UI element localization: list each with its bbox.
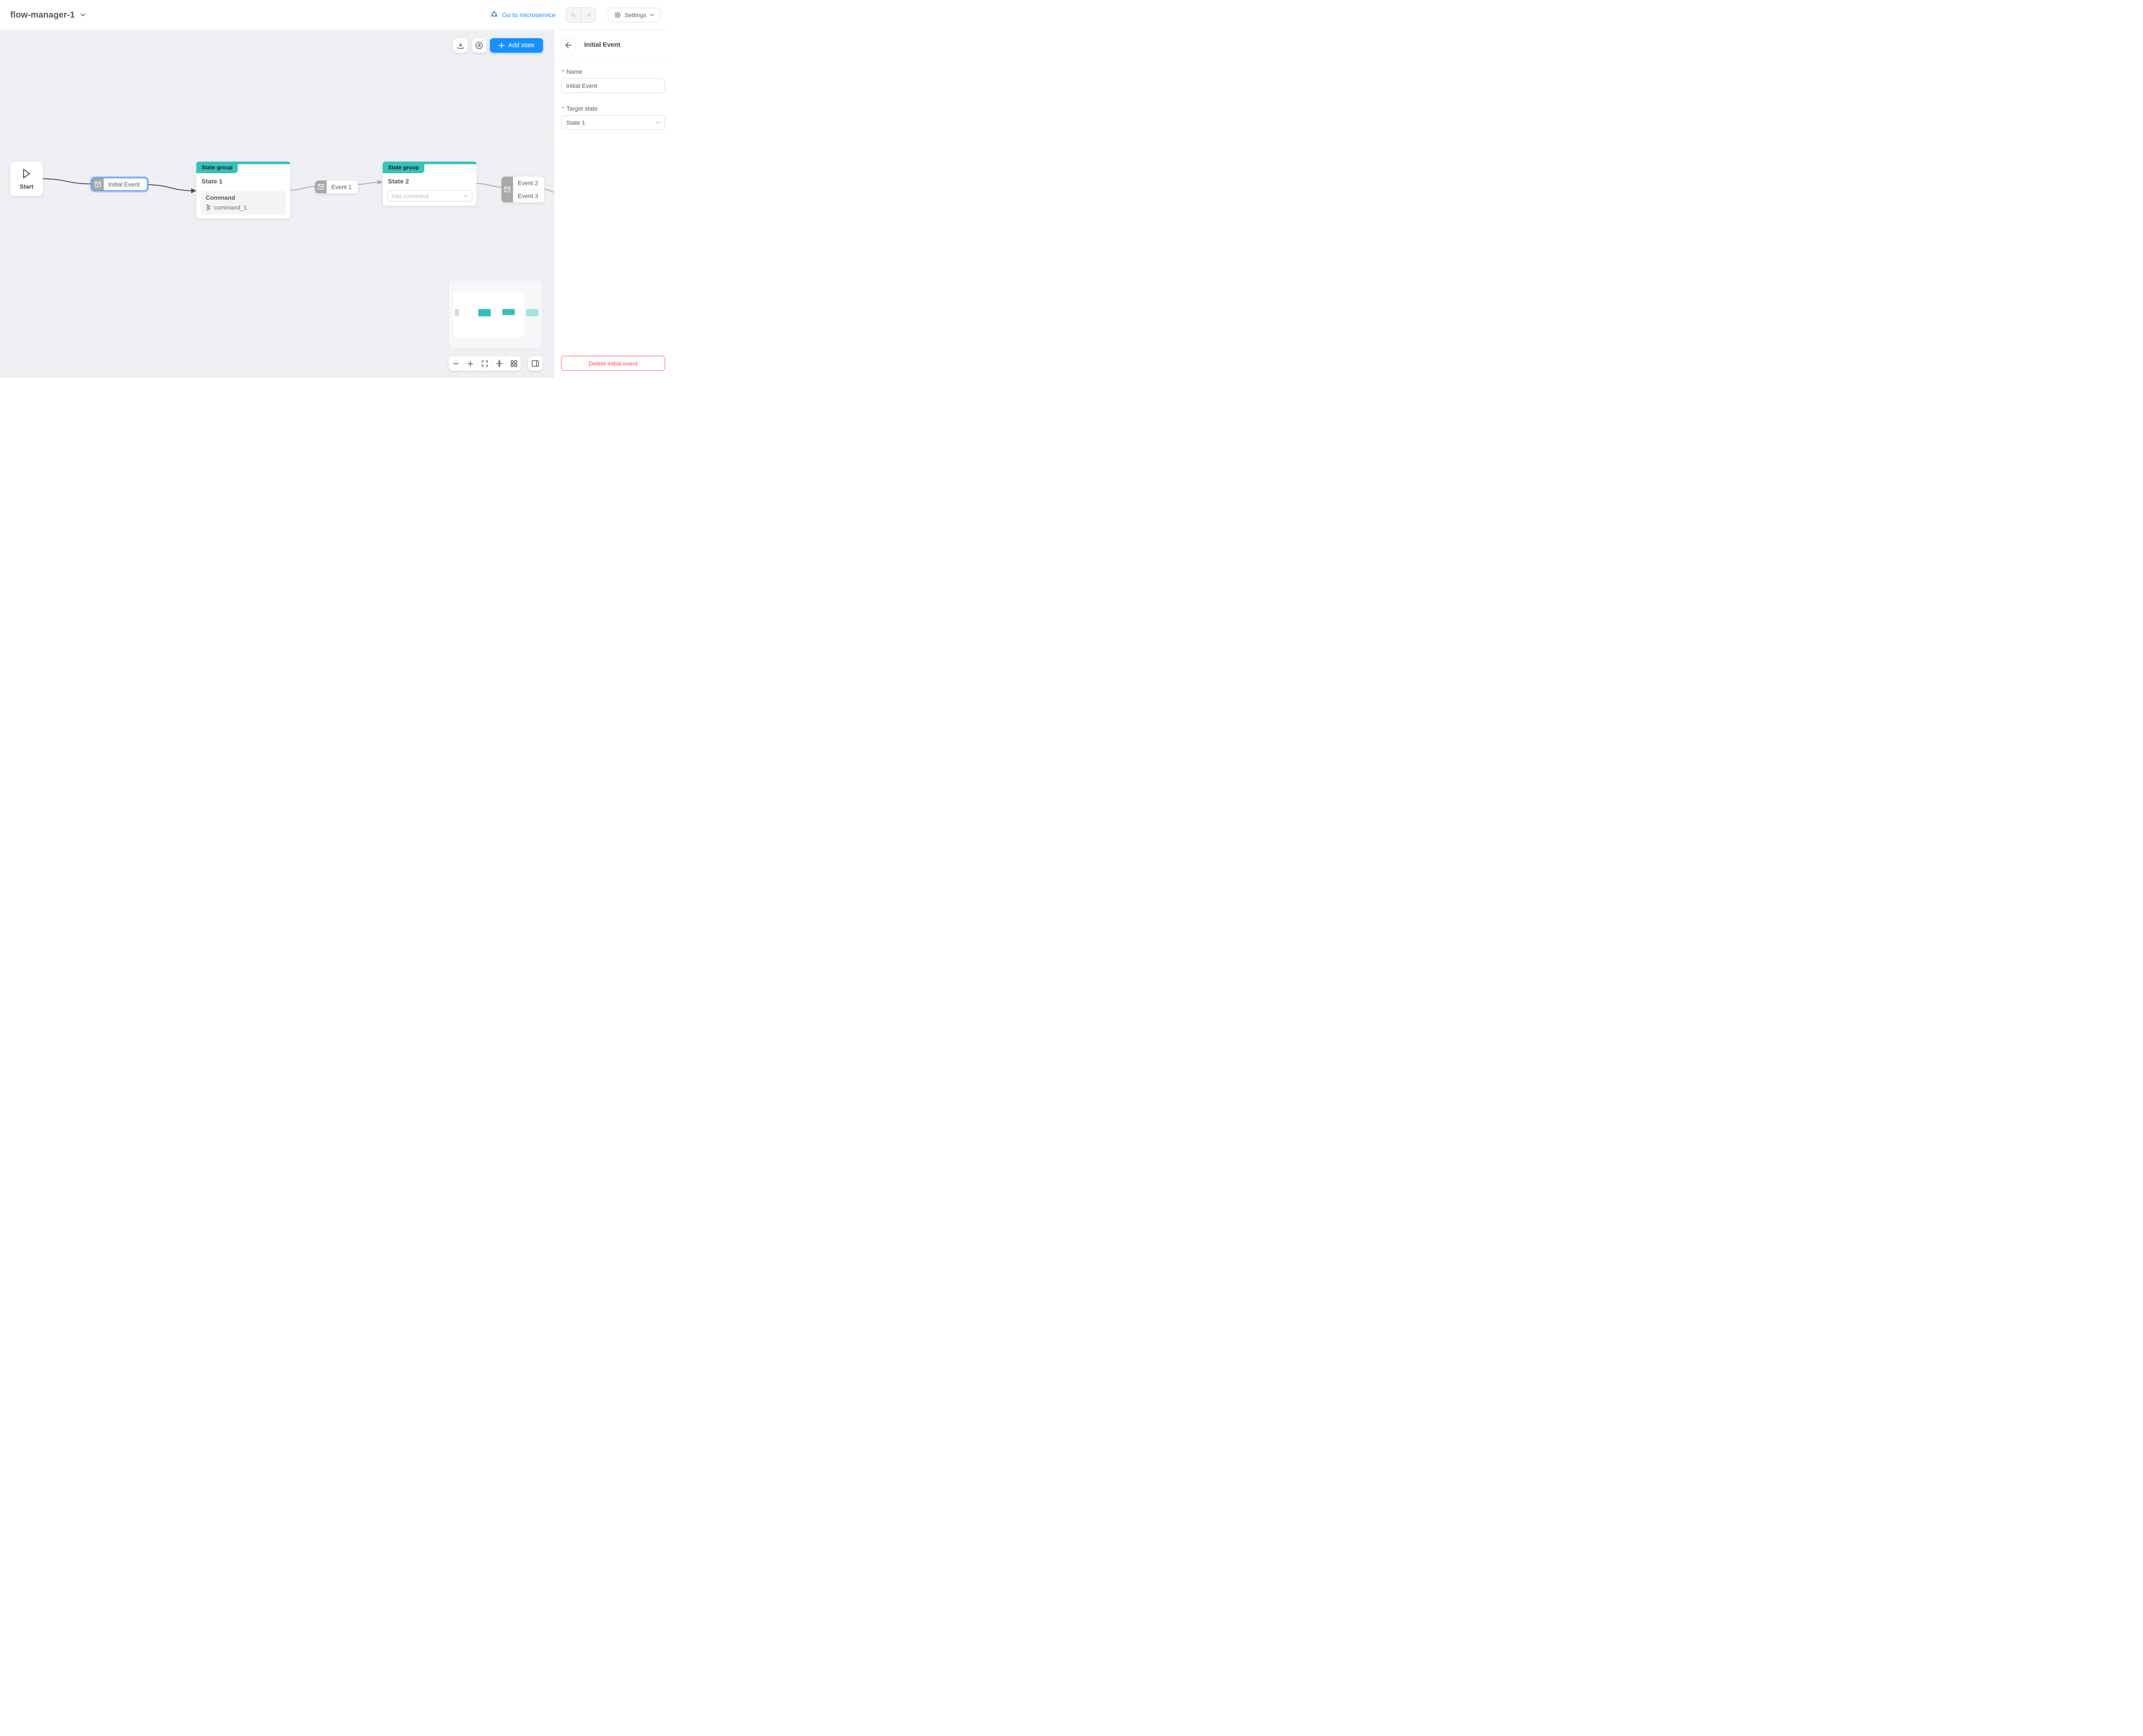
- minus-icon: [453, 363, 459, 364]
- undo-button[interactable]: [566, 8, 581, 22]
- state-title: State 1: [201, 178, 223, 185]
- event-2-label[interactable]: Event 2: [518, 179, 538, 186]
- kafka-icon: [207, 204, 210, 211]
- edge-start-to-initial-event[interactable]: [42, 178, 92, 184]
- minimap[interactable]: [448, 280, 543, 348]
- chevron-down-icon: [650, 14, 654, 17]
- inspector-panel: Initial Event *Name *Target state State …: [554, 30, 669, 378]
- event-icon-block: [315, 180, 327, 193]
- redo-icon: [586, 12, 591, 18]
- edge-initial-event-to-state1[interactable]: [147, 184, 192, 191]
- edge-state1-to-event1[interactable]: [290, 186, 315, 191]
- minimap-node-state1: [478, 309, 491, 316]
- command-name: command_1: [214, 204, 247, 211]
- state-group-badge: State group: [196, 162, 238, 173]
- command-section[interactable]: Command command_1: [201, 191, 286, 214]
- plus-icon: [498, 42, 504, 48]
- export-button[interactable]: [453, 38, 468, 53]
- node-event-2-3[interactable]: Event 2 Event 3: [501, 177, 544, 202]
- page-title: flow-manager-1: [10, 10, 75, 20]
- minimap-node-events: [526, 309, 538, 316]
- go-to-microservice-label: Go to microservice: [502, 11, 556, 19]
- command-section-title: Command: [206, 194, 235, 201]
- start-label: Start: [20, 183, 33, 190]
- chevron-down-icon: [80, 11, 86, 19]
- fit-view-button[interactable]: [477, 356, 492, 371]
- event-3-label[interactable]: Event 3: [513, 189, 544, 203]
- gear-icon: [614, 12, 621, 18]
- state-title: State 2: [388, 178, 409, 185]
- settings-button[interactable]: Settings: [608, 8, 661, 22]
- toggle-panel-button[interactable]: [528, 356, 543, 371]
- required-asterisk: *: [562, 68, 564, 75]
- zoom-toolbar: [449, 356, 521, 371]
- chevron-down-icon: [655, 121, 660, 124]
- edge-event1-to-state2[interactable]: [357, 182, 378, 185]
- add-state-label: Add state: [508, 42, 535, 49]
- target-state-value: State 1: [566, 119, 585, 126]
- event-1-label: Event 1: [331, 183, 352, 190]
- node-state-group-1[interactable]: State group State 1 Command command_1: [196, 162, 290, 219]
- settings-label: Settings: [624, 12, 646, 18]
- name-input[interactable]: [561, 78, 665, 93]
- event-icon-block: [501, 177, 513, 202]
- name-field-label: *Name: [562, 68, 582, 75]
- arrow-left-icon: [565, 42, 572, 48]
- minimap-node-state2: [502, 309, 515, 315]
- center-content-button[interactable]: [492, 356, 506, 371]
- add-state-button[interactable]: Add state: [490, 38, 543, 53]
- plus-icon: [467, 360, 473, 366]
- highlight-mode-button[interactable]: [472, 38, 486, 53]
- add-command-placeholder: Add command: [391, 192, 429, 199]
- target-state-select[interactable]: State 1: [561, 115, 665, 130]
- zoom-out-button[interactable]: [449, 356, 463, 371]
- edge-state2-to-event23[interactable]: [476, 183, 502, 188]
- edge-event23-out[interactable]: [544, 189, 554, 193]
- undo-icon: [570, 12, 576, 18]
- node-initial-event[interactable]: Initial Event: [91, 177, 148, 191]
- state-group-strip: [383, 162, 477, 164]
- envelope-icon: [318, 184, 324, 190]
- arrowhead: [378, 180, 383, 185]
- highlighter-circle-icon: [475, 42, 483, 49]
- flow-canvas[interactable]: Add state Start Initial Event State grou…: [0, 30, 554, 378]
- command-row[interactable]: command_1: [206, 204, 281, 211]
- add-command-select[interactable]: Add command: [387, 190, 472, 201]
- play-icon: [23, 169, 30, 178]
- auto-layout-button[interactable]: [506, 356, 521, 371]
- node-state-group-2[interactable]: State group State 2 Add command: [383, 162, 477, 206]
- node-start[interactable]: Start: [10, 162, 43, 196]
- zoom-in-button[interactable]: [462, 356, 477, 371]
- microservice-icon: [490, 10, 498, 20]
- undo-redo-group: [566, 7, 596, 23]
- envelope-icon: [504, 186, 510, 192]
- envelope-icon: [95, 181, 101, 187]
- delete-initial-event-button[interactable]: Delete initial event: [561, 356, 665, 371]
- state-group-strip: [196, 162, 290, 164]
- go-to-microservice-link[interactable]: Go to microservice: [490, 10, 555, 20]
- minimap-node-start: [455, 309, 459, 316]
- vertical-align-icon: [496, 360, 502, 367]
- layout-grid-icon: [510, 360, 517, 367]
- target-state-field-label: *Target state: [562, 105, 598, 112]
- state-group-badge: State group: [383, 162, 424, 173]
- arrowhead: [191, 188, 196, 193]
- event-icon-block: [92, 178, 104, 190]
- fullscreen-icon: [482, 360, 488, 366]
- panel-header: Initial Event: [554, 30, 669, 61]
- delete-label: Delete initial event: [588, 360, 638, 367]
- chevron-down-icon: [463, 195, 468, 198]
- panel-title: Initial Event: [584, 41, 621, 48]
- app-header: flow-manager-1 Go to microservice: [0, 0, 669, 30]
- flow-title-dropdown[interactable]: flow-manager-1: [10, 0, 86, 30]
- download-icon: [457, 42, 463, 49]
- node-event-1[interactable]: Event 1: [315, 180, 358, 193]
- required-asterisk: *: [562, 105, 564, 112]
- redo-button[interactable]: [581, 8, 595, 22]
- initial-event-label: Initial Event: [108, 181, 140, 188]
- back-button[interactable]: [561, 38, 576, 53]
- sidebar-toggle-icon: [531, 360, 539, 367]
